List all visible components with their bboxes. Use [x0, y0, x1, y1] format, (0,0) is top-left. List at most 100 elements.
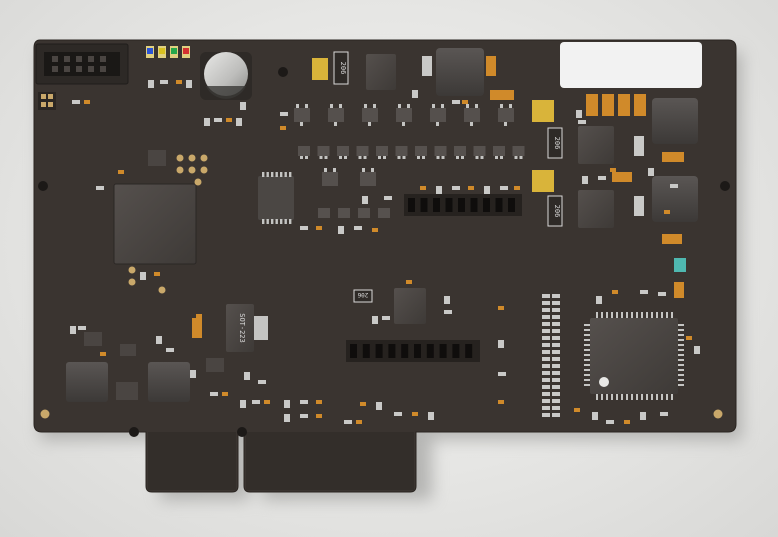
tantalum-cap — [312, 58, 328, 80]
label-area — [560, 42, 702, 88]
jumper-icon — [38, 92, 56, 110]
pin — [596, 312, 598, 318]
tssop-chip-icon — [258, 172, 294, 224]
pin — [363, 156, 367, 159]
resistor — [542, 315, 550, 319]
pin — [678, 384, 684, 386]
test-pad — [128, 278, 136, 286]
pin — [584, 384, 590, 386]
pin — [666, 312, 668, 318]
pin-socket — [433, 198, 440, 212]
pin-socket — [401, 344, 409, 358]
resistor — [78, 326, 86, 330]
pin — [296, 104, 299, 108]
pin — [611, 394, 613, 400]
pin — [344, 156, 347, 159]
pin — [275, 172, 278, 177]
pin — [519, 156, 523, 159]
pin-socket — [408, 198, 415, 212]
sot-small — [356, 146, 369, 156]
passive-array — [298, 146, 525, 218]
sot-transistor — [430, 108, 446, 122]
sot-small — [338, 208, 350, 218]
capacitor — [316, 400, 322, 404]
sot-transistor — [464, 108, 480, 122]
test-pad — [176, 166, 184, 174]
power-inductor-icon — [652, 176, 698, 222]
pin — [436, 122, 439, 126]
test-pad — [200, 154, 208, 162]
pin — [656, 312, 658, 318]
pin — [461, 156, 464, 159]
tantalum-cap — [532, 100, 554, 122]
resistor — [384, 196, 392, 200]
resistor — [394, 412, 402, 416]
pin — [466, 104, 469, 108]
pin — [641, 394, 643, 400]
sot-small — [317, 146, 330, 156]
capacitor — [462, 100, 468, 104]
small-ic — [116, 382, 138, 400]
resistor — [552, 343, 560, 347]
soic-chip — [366, 54, 396, 90]
pin — [402, 122, 405, 126]
smd-cap — [662, 234, 682, 244]
pin — [407, 104, 410, 108]
pin — [441, 156, 445, 159]
resistor — [542, 322, 550, 326]
sot223-regulator-icon: SOT-223 — [226, 304, 268, 352]
resistor — [382, 316, 390, 320]
pin — [378, 156, 381, 159]
diode — [634, 196, 644, 216]
pin — [284, 219, 287, 224]
pin — [324, 168, 327, 172]
pin-socket — [362, 344, 370, 358]
resistor — [72, 100, 80, 104]
pin — [584, 354, 590, 356]
pin — [678, 359, 684, 361]
pin-socket — [458, 198, 465, 212]
pin — [417, 156, 420, 159]
pin-socket — [445, 198, 453, 212]
resistor — [444, 296, 450, 304]
test-pad — [200, 166, 208, 174]
pin — [584, 324, 590, 326]
pin — [678, 339, 684, 341]
resistor — [284, 400, 290, 408]
sot-transistor — [322, 172, 338, 186]
pin — [584, 364, 590, 366]
capacitor — [356, 420, 362, 424]
capacitor — [226, 118, 232, 122]
led — [171, 48, 177, 54]
pin — [364, 104, 367, 108]
resistor — [670, 184, 678, 188]
sot-transistor — [396, 108, 412, 122]
resistor — [552, 315, 560, 319]
status-leds — [146, 46, 190, 58]
capacitor — [624, 420, 630, 424]
pin — [514, 156, 518, 159]
capacitor — [316, 226, 322, 230]
resistor-silk: 206 — [333, 51, 349, 85]
resistor — [372, 316, 378, 324]
pin — [339, 104, 342, 108]
resistor — [640, 412, 646, 420]
capacitor — [264, 400, 270, 404]
corner-pad — [713, 409, 723, 419]
led — [147, 48, 153, 54]
resistor — [258, 380, 266, 384]
pin-socket — [439, 344, 447, 358]
pin — [678, 374, 684, 376]
resistor — [300, 414, 308, 418]
pin — [275, 219, 278, 224]
sot-small — [378, 208, 390, 218]
resistor — [552, 329, 560, 333]
pin — [271, 219, 274, 224]
capacitor — [420, 186, 426, 190]
pin — [371, 168, 374, 172]
pin — [584, 344, 590, 346]
pin — [500, 156, 503, 159]
pin — [280, 219, 283, 224]
pin — [289, 219, 292, 224]
resistor — [542, 392, 550, 396]
